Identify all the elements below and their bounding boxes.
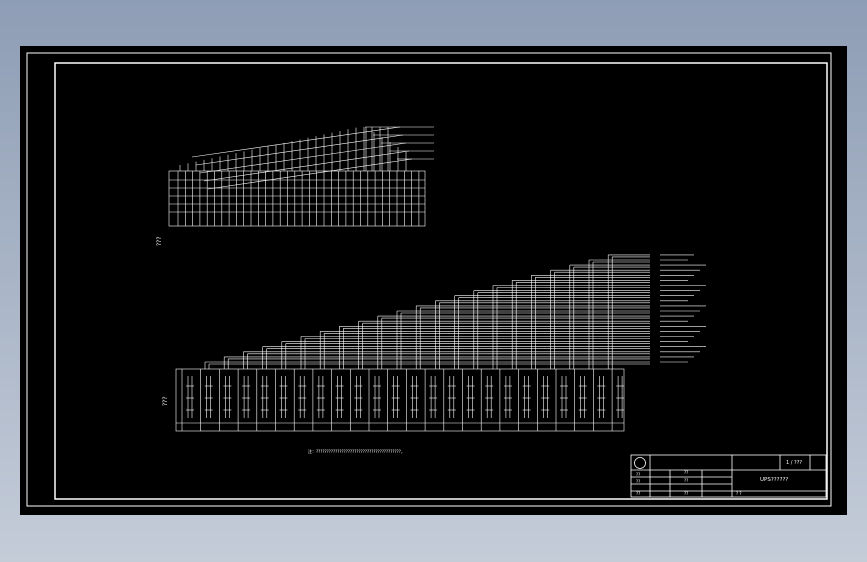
title-mid-2: ?? bbox=[684, 478, 688, 483]
title-mid-1: ?? bbox=[684, 470, 688, 475]
title-row-3: ?? bbox=[636, 491, 640, 496]
drawing-title: UPS?????? bbox=[760, 477, 788, 483]
company-logo-icon bbox=[634, 457, 646, 469]
upper-block-label: ??? bbox=[156, 236, 163, 246]
outer-border bbox=[26, 52, 832, 507]
lower-block-label: ??? bbox=[162, 396, 169, 406]
title-sheet-no: 1 / ??? bbox=[786, 460, 802, 466]
title-block bbox=[630, 454, 827, 498]
lower-terminal-table bbox=[175, 368, 625, 432]
title-row-1: ?? bbox=[636, 472, 640, 477]
title-bottom-cell: ? ? bbox=[736, 491, 742, 496]
upper-terminal-table bbox=[168, 170, 426, 227]
cad-viewport[interactable]: ??? ??? 注：??????????????????????????????… bbox=[20, 46, 847, 515]
drawing-note: 注：??????????????????????????????????????… bbox=[308, 448, 405, 454]
inner-border bbox=[54, 62, 828, 500]
upper-wiring bbox=[179, 126, 434, 190]
lower-wiring bbox=[204, 254, 706, 369]
title-mid-3: ?? bbox=[684, 491, 688, 496]
cad-drawing-canvas[interactable]: ??? ??? 注：??????????????????????????????… bbox=[20, 46, 847, 515]
title-row-2: ?? bbox=[636, 479, 640, 484]
